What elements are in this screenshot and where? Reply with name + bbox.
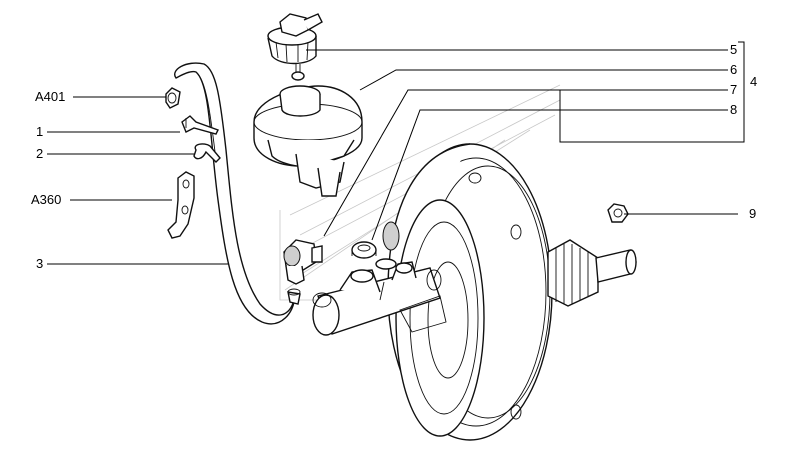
flange-nut-part: [607, 203, 629, 223]
callout-4: 4: [750, 74, 758, 89]
callout-5: 5: [730, 42, 738, 57]
callout-1: 1: [36, 124, 44, 139]
callout-2: 2: [36, 146, 44, 161]
check-valve-fitting-part: [283, 239, 323, 305]
master-cylinder-part: [312, 261, 447, 336]
vacuum-booster-part: [382, 143, 553, 441]
pushrod-boot-part: [547, 239, 637, 307]
tie-strap-part: [181, 115, 219, 135]
hose-clip-part: [193, 143, 221, 163]
a360-bracket-part: [167, 171, 195, 239]
callout-9: 9: [749, 206, 757, 221]
callout-a401: A401: [35, 89, 66, 104]
a401-clamp-part: [165, 87, 181, 109]
callout-6: 6: [730, 62, 738, 77]
fluid-reservoir-part: [253, 85, 363, 197]
callout-3: 3: [36, 256, 44, 271]
callout-a360: A360: [31, 192, 62, 207]
reservoir-cap-part: [267, 13, 323, 81]
callout-8: 8: [730, 102, 738, 117]
leader-lines: [47, 41, 745, 265]
reservoir-seal-parts: [351, 241, 397, 270]
callout-7: 7: [730, 82, 738, 97]
